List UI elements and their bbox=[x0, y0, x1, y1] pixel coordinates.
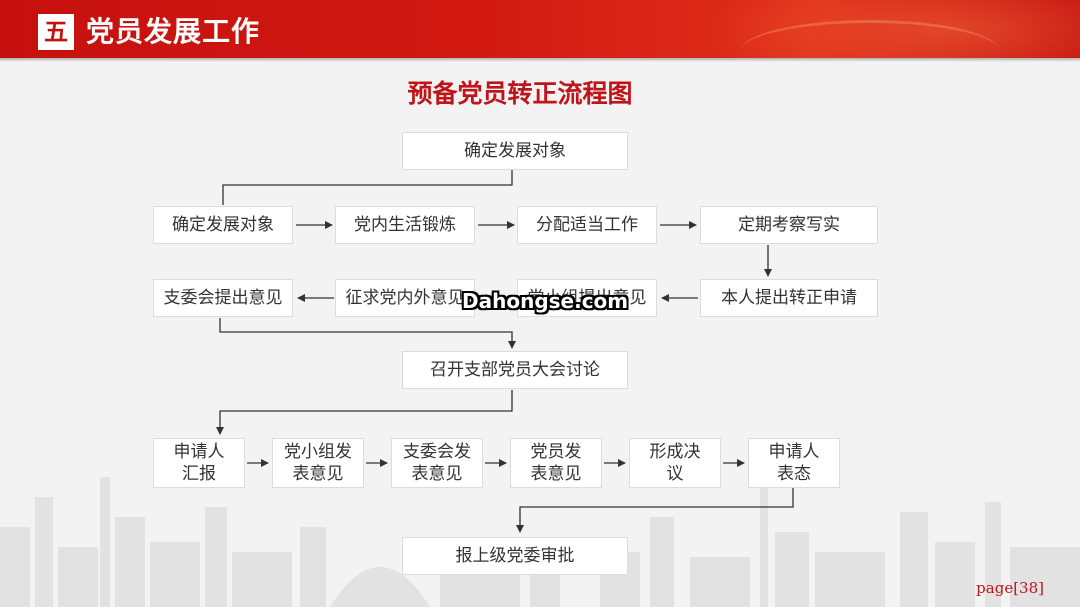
node-r4-5: 形成决 议 bbox=[629, 438, 721, 488]
city-skyline-decoration bbox=[0, 477, 1080, 607]
node-r2-1: 支委会提出意见 bbox=[153, 279, 293, 317]
node-label: 征求党内外意见 bbox=[345, 288, 465, 308]
node-r4-3: 支委会发 表意见 bbox=[391, 438, 483, 488]
header-shadow bbox=[0, 58, 1080, 62]
node-r2-4: 本人提出转正申请 bbox=[700, 279, 878, 317]
node-r1-1: 确定发展对象 bbox=[153, 206, 293, 244]
node-label-line1: 党员发 bbox=[530, 442, 582, 462]
watermark-text: Dahongse.com bbox=[462, 289, 629, 313]
node-label: 支委会提出意见 bbox=[163, 288, 283, 308]
node-label-line2: 汇报 bbox=[182, 464, 216, 484]
node-label-line1: 形成决 bbox=[649, 442, 701, 462]
node-r1-4: 定期考察写实 bbox=[700, 206, 878, 244]
node-label: 确定发展对象 bbox=[464, 141, 566, 161]
connector-top-to-row1 bbox=[222, 170, 513, 205]
node-r2-2: 征求党内外意见 bbox=[335, 279, 475, 317]
section-title: 党员发展工作 bbox=[86, 15, 261, 48]
node-label-line2: 表态 bbox=[777, 464, 811, 484]
node-label: 确定发展对象 bbox=[172, 215, 274, 235]
node-label: 召开支部党员大会讨论 bbox=[430, 360, 600, 380]
node-r1-2: 党内生活锻炼 bbox=[335, 206, 475, 244]
node-branch-meeting: 召开支部党员大会讨论 bbox=[402, 351, 628, 389]
node-top-confirm-target: 确定发展对象 bbox=[402, 132, 628, 170]
node-r4-1: 申请人 汇报 bbox=[153, 438, 245, 488]
node-label-line2: 议 bbox=[666, 464, 684, 484]
node-label-line1: 党小组发 bbox=[284, 442, 352, 462]
node-r4-6: 申请人 表态 bbox=[748, 438, 840, 488]
connector-r2-to-meeting bbox=[219, 318, 516, 349]
diagram-title: 预备党员转正流程图 bbox=[407, 79, 633, 108]
node-label-line2: 表意见 bbox=[530, 464, 582, 484]
node-label: 分配适当工作 bbox=[536, 215, 638, 235]
node-final-approval: 报上级党委审批 bbox=[402, 537, 628, 575]
node-label: 报上级党委审批 bbox=[455, 546, 575, 566]
section-number-badge: 五 bbox=[38, 14, 74, 50]
node-r4-4: 党员发 表意见 bbox=[510, 438, 602, 488]
header-decoration-line bbox=[740, 20, 1000, 58]
node-label: 本人提出转正申请 bbox=[721, 288, 857, 308]
node-label: 党小组提出意见 bbox=[527, 288, 647, 308]
node-r1-3: 分配适当工作 bbox=[517, 206, 657, 244]
node-r2-3: 党小组提出意见 bbox=[517, 279, 657, 317]
page-number: page[38] bbox=[976, 579, 1044, 597]
node-label: 党内生活锻炼 bbox=[354, 215, 456, 235]
connector-meeting-to-r4 bbox=[216, 390, 513, 435]
node-label-line2: 表意见 bbox=[292, 464, 344, 484]
node-r4-2: 党小组发 表意见 bbox=[272, 438, 364, 488]
node-label-line1: 申请人 bbox=[173, 442, 225, 462]
header-band bbox=[0, 0, 1080, 58]
node-label-line1: 申请人 bbox=[768, 442, 820, 462]
node-label: 定期考察写实 bbox=[738, 215, 840, 235]
node-label-line1: 支委会发 bbox=[403, 442, 471, 462]
node-label-line2: 表意见 bbox=[411, 464, 463, 484]
